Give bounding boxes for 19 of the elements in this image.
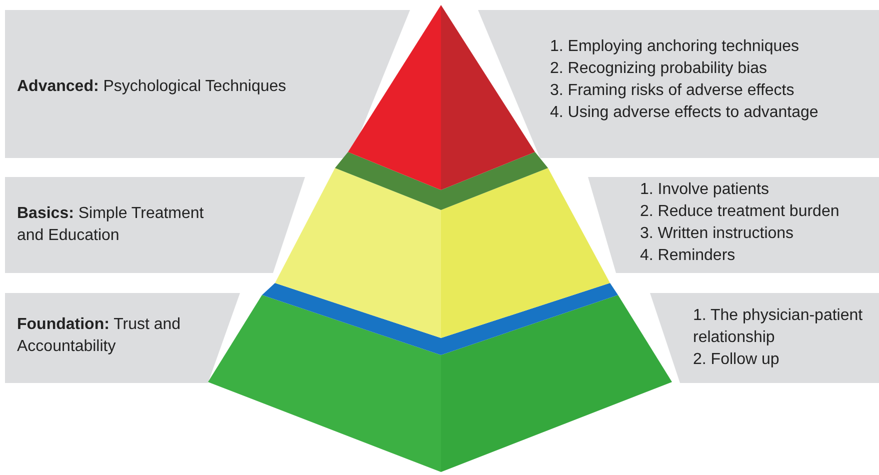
- list-item: 3. Framing risks of adverse effects: [550, 81, 796, 101]
- list-item: 1. Employing anchoring techniques: [550, 37, 800, 57]
- label-panel: [588, 177, 879, 273]
- list-item: 2. Recognizing probability bias: [550, 59, 768, 79]
- list-item: 4. Using adverse effects to advantage: [550, 103, 818, 123]
- tier-label: Foundation: Trust and Accountability: [17, 315, 182, 357]
- label-panel: [650, 293, 879, 383]
- list-item: 1. Involve patients: [640, 180, 770, 200]
- list-item: 4. Reminders: [640, 246, 736, 266]
- label-panel: [5, 177, 305, 273]
- label-panel: [5, 10, 410, 158]
- list-item: 3. Written instructions: [640, 224, 795, 244]
- tier-label: Advanced: Psychological Techniques: [17, 77, 286, 97]
- list-item: 2. Reduce treatment burden: [640, 202, 840, 222]
- list-item: 1. The physician-patient relationship: [693, 306, 864, 348]
- list-item: 2. Follow up: [693, 350, 780, 370]
- label-panel: [5, 293, 240, 383]
- label-panel: [478, 10, 879, 158]
- tier-label: Basics: Simple Treatment and Education: [17, 204, 205, 246]
